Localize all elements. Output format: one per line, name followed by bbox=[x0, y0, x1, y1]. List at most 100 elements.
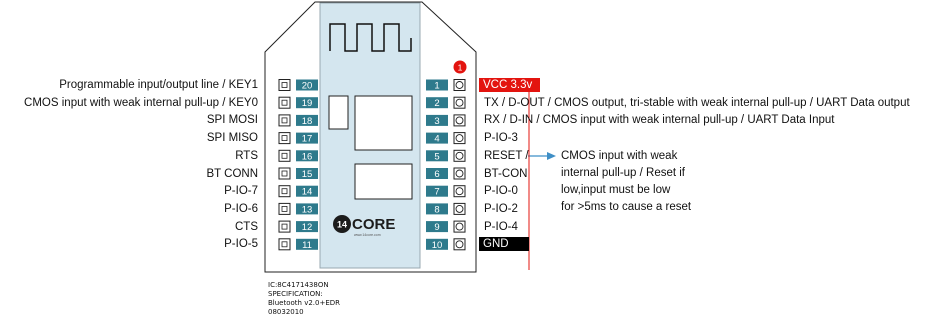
pin-number-box bbox=[296, 97, 318, 109]
reset-arrow-head bbox=[547, 152, 556, 160]
left-pin-label: Programmable input/output line / KEY1 bbox=[59, 79, 258, 91]
spec-line: SPECIFICATION: bbox=[268, 290, 323, 298]
pin-pad-inner bbox=[281, 135, 288, 142]
right-pin-label: P-IO-4 bbox=[484, 220, 518, 233]
pin-number: 2 bbox=[434, 98, 439, 109]
pin-number-box bbox=[426, 79, 448, 91]
pin-number-box bbox=[426, 185, 448, 197]
reset-note-line: internal pull-up / Reset if bbox=[561, 167, 686, 179]
pin-number-box bbox=[296, 238, 318, 250]
pin-number: 19 bbox=[302, 98, 313, 109]
left-pin-label: CMOS input with weak internal pull-up / … bbox=[24, 96, 258, 109]
pin-pad-round bbox=[455, 81, 464, 89]
pin-number: 20 bbox=[302, 81, 313, 92]
left-pin-label: P-IO-7 bbox=[224, 185, 258, 198]
pin-number-box bbox=[296, 79, 318, 91]
logo-tagline: www.14core.com bbox=[354, 233, 381, 237]
pin-number: 16 bbox=[302, 151, 313, 162]
pin-number-box bbox=[426, 238, 448, 250]
pin1-marker-text: 1 bbox=[458, 63, 463, 73]
reset-note-line: low,input must be low bbox=[561, 184, 671, 196]
spec-line: 08032010 bbox=[268, 308, 304, 316]
left-pin-label: P-IO-6 bbox=[224, 202, 258, 215]
pin-number-box bbox=[296, 221, 318, 233]
logo-badge-circle bbox=[333, 215, 351, 233]
pin-pad-round bbox=[455, 204, 464, 213]
right-pin-label: BT-CON bbox=[484, 167, 528, 180]
left-pin-label: RTS bbox=[235, 149, 258, 162]
core-logo: 14 CORE www.14core.com bbox=[333, 215, 395, 237]
pin-pad-inner bbox=[281, 241, 288, 248]
reset-note-line: for >5ms to cause a reset bbox=[561, 201, 692, 213]
pin-number: 12 bbox=[302, 222, 313, 233]
main-chip bbox=[354, 95, 413, 151]
pin-pad-round bbox=[455, 187, 464, 196]
right-pin-label: P-IO-2 bbox=[484, 202, 518, 215]
pin-pad-inner bbox=[281, 152, 288, 159]
right-pin-label: P-IO-0 bbox=[484, 185, 518, 198]
right-pin-label: P-IO-3 bbox=[484, 132, 518, 145]
right-pin-label: GND bbox=[479, 237, 529, 252]
pin-number: 15 bbox=[302, 169, 313, 180]
pin-number-box bbox=[426, 221, 448, 233]
spec-line: IC:8C4171438ON bbox=[268, 281, 329, 289]
pin-number-box bbox=[426, 168, 448, 179]
pin1-marker bbox=[453, 60, 467, 74]
pin-number-box bbox=[426, 203, 448, 215]
pin-number: 10 bbox=[432, 240, 443, 251]
pin-pad-inner bbox=[281, 170, 288, 177]
pin-number: 17 bbox=[302, 134, 313, 145]
pin-pad-round bbox=[455, 98, 464, 107]
pin-pad-inner bbox=[281, 188, 288, 195]
pin-number: 4 bbox=[434, 134, 439, 145]
left-pin-label: SPI MISO bbox=[206, 132, 258, 145]
left-pin-label: CTS bbox=[235, 220, 258, 233]
logo-badge-text: 14 bbox=[337, 220, 347, 230]
right-pin-label: RESET / bbox=[484, 149, 529, 162]
pin-number: 5 bbox=[434, 151, 439, 162]
pin-pad-round bbox=[455, 169, 464, 178]
pin-pad-round bbox=[455, 151, 464, 160]
left-pin-label: BT CONN bbox=[206, 167, 258, 180]
pin-pad-inner bbox=[281, 99, 288, 106]
pin-number: 1 bbox=[434, 81, 439, 92]
pin-pad-round bbox=[455, 240, 464, 249]
pin-number: 18 bbox=[302, 116, 313, 127]
pin-number: 8 bbox=[434, 204, 439, 215]
pin-number: 11 bbox=[302, 240, 312, 251]
pin-number: 3 bbox=[434, 116, 439, 127]
pin-number-box bbox=[296, 185, 318, 197]
pin-pad-inner bbox=[281, 117, 288, 124]
left-pin-label: SPI MOSI bbox=[206, 114, 258, 127]
pin-pad-round bbox=[455, 116, 464, 125]
spec-line: Bluetooth v2.0+EDR bbox=[268, 299, 341, 307]
pin-number-box bbox=[426, 97, 448, 109]
reset-note-line: CMOS input with weak bbox=[561, 150, 678, 162]
logo-text: CORE bbox=[352, 216, 395, 233]
pin-number-box bbox=[296, 114, 318, 126]
antenna-trace bbox=[329, 23, 412, 52]
right-pin-label: VCC 3.3v bbox=[479, 78, 541, 92]
pin-number: 14 bbox=[302, 187, 313, 198]
flash-chip bbox=[354, 163, 413, 200]
pin-number: 6 bbox=[434, 169, 439, 180]
pin-pad-round bbox=[455, 134, 464, 143]
pin-number: 13 bbox=[302, 204, 313, 215]
pin-number: 9 bbox=[434, 222, 439, 233]
pin-number-box bbox=[426, 132, 448, 144]
pin-number-box bbox=[296, 203, 318, 215]
pin-number-box bbox=[426, 150, 448, 162]
pin-number-box bbox=[426, 114, 448, 126]
right-pin-label: TX / D-OUT / CMOS output, tri-stable wit… bbox=[484, 96, 910, 109]
pin-number-box bbox=[296, 168, 318, 179]
right-pin-label: RX / D-IN / CMOS input with weak interna… bbox=[484, 114, 835, 127]
pin-pad-round bbox=[455, 222, 464, 231]
pin-pad-inner bbox=[281, 205, 288, 212]
pin-pad-inner bbox=[281, 82, 288, 88]
pin-number-box bbox=[296, 132, 318, 144]
pin-number: 7 bbox=[434, 187, 439, 198]
pin-number-box bbox=[296, 150, 318, 162]
left-pin-label: P-IO-5 bbox=[224, 238, 258, 251]
